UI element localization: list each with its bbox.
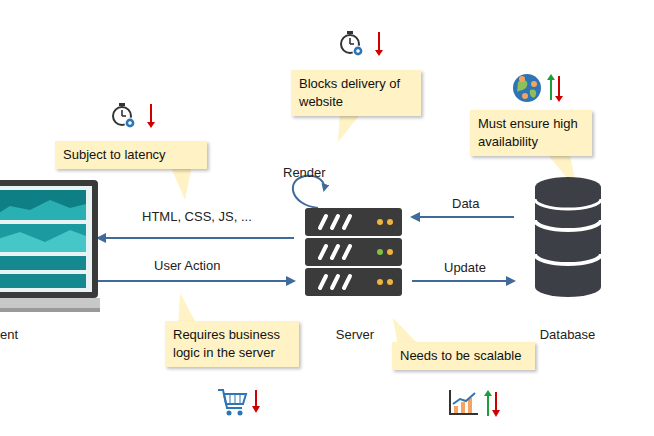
- flow-arrow: [412, 280, 514, 282]
- flow-arrow: [98, 280, 294, 282]
- edge-label: Data: [450, 196, 481, 211]
- callout: Needs to be scalable: [392, 342, 535, 370]
- cart-icon: [218, 390, 260, 416]
- callout-text: Blocks delivery of website: [299, 75, 413, 111]
- chart-icon: [450, 390, 500, 417]
- render-loop: [293, 176, 324, 208]
- callout: Must ensure high availability: [470, 110, 592, 156]
- callout-text: Needs to be scalable: [400, 347, 527, 365]
- edge-label: User Action: [152, 258, 222, 273]
- globe-icon: [513, 74, 563, 102]
- server-icon: Server: [300, 200, 410, 342]
- callout: Requires business logic in the server: [165, 321, 299, 367]
- node-label: Database: [520, 327, 615, 342]
- flow-arrow: [412, 216, 514, 218]
- database-icon: Database: [520, 175, 615, 342]
- loop-label: Render: [283, 165, 326, 180]
- callout: Blocks delivery of website: [291, 70, 421, 116]
- callout-text: Requires business logic in the server: [173, 326, 291, 362]
- edge-label: Update: [442, 260, 488, 275]
- edge-label: HTML, CSS, JS, ...: [140, 209, 254, 224]
- stopwatch-icon: [341, 31, 383, 56]
- node-label: Server: [300, 327, 410, 342]
- node-label: ent: [0, 327, 100, 342]
- client-laptop: ent: [0, 180, 100, 342]
- callout-text: Subject to latency: [63, 146, 199, 164]
- callout-text: Must ensure high availability: [478, 115, 584, 151]
- flow-arrow: [98, 237, 294, 239]
- stopwatch-icon: [113, 103, 155, 128]
- callout: Subject to latency: [55, 141, 207, 169]
